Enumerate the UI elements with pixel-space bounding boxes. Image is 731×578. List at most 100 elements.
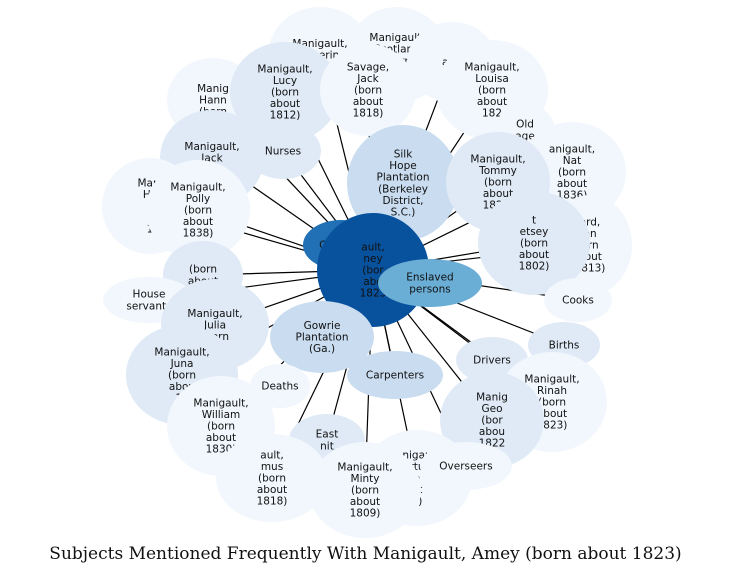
- node-label-cooks: Cooks: [562, 295, 594, 307]
- node-shape-lucy: [230, 42, 340, 142]
- node-label-line: (born: [478, 85, 506, 97]
- node-shape-polly: [146, 160, 250, 260]
- node-shape-nurses: [245, 123, 321, 179]
- node-shape-overseers: [420, 442, 512, 490]
- node-polly[interactable]: Manigault, Polly (born about 1838)Maniga…: [146, 160, 250, 260]
- node-label-line: 182: [482, 108, 502, 120]
- node-overseers[interactable]: OverseersOverseers: [420, 442, 512, 490]
- node-layer: Manigault, Catherine (born about 1812)Ma…: [102, 7, 632, 538]
- node-label-line: Manigault,: [187, 308, 242, 320]
- network-diagram: Manigault, Catherine (born about 1812)Ma…: [102, 7, 632, 538]
- node-label-births: Births: [549, 340, 580, 352]
- node-primus[interactable]: Manigault, Primus (born about 1818)ault,…: [216, 434, 328, 522]
- node-silk-hope[interactable]: Silk Hope Plantation (Berkeley District,…: [347, 125, 459, 241]
- node-lucy[interactable]: Manigault, Lucy (born about 1812)Manigau…: [230, 42, 340, 142]
- node-label-nurses: Nurses: [265, 146, 301, 158]
- node-label-line: Manigault,: [369, 32, 424, 44]
- node-label-line: Manigault,: [464, 61, 519, 73]
- node-label-overseers: Overseers: [439, 461, 492, 473]
- node-label-line: (born: [520, 238, 548, 250]
- node-label-line: 1809): [350, 508, 381, 520]
- node-shape-primus: [216, 434, 328, 522]
- node-label-line: ault,: [361, 241, 384, 253]
- node-nurses[interactable]: NursesNurses: [245, 123, 321, 179]
- node-label-line: (born: [354, 85, 382, 97]
- diagram-title: Subjects Mentioned Frequently With Manig…: [49, 544, 682, 564]
- node-label-line: (born: [351, 485, 379, 497]
- node-label-line: 1802): [519, 261, 550, 273]
- node-label-line: Hope: [389, 160, 416, 172]
- node-label-line: Nat: [563, 155, 581, 167]
- node-label-line: nit: [320, 440, 334, 452]
- node-shape-silk-hope: [347, 125, 459, 241]
- node-jack-savage[interactable]: Savage, Jack (born about 1818)Savage,Jac…: [320, 44, 416, 136]
- node-label-line: Minty: [351, 473, 380, 485]
- node-label-line: Deaths: [261, 381, 298, 393]
- node-label-line: Polly: [186, 193, 210, 205]
- node-label-line: Savage,: [347, 61, 389, 73]
- node-label-line: 1: [147, 224, 154, 236]
- node-label-line: about: [557, 178, 587, 190]
- node-label-line: Births: [549, 340, 580, 352]
- node-label-line: about: [257, 484, 287, 496]
- node-label-line: persons: [409, 283, 450, 295]
- node-shape-enslaved: [378, 259, 482, 307]
- node-minty[interactable]: Manigault, Minty (born about 1809)Maniga…: [309, 442, 421, 538]
- node-deaths[interactable]: DeathsDeaths: [250, 364, 310, 408]
- node-shape-deaths: [250, 364, 310, 408]
- node-label-line: Drivers: [473, 355, 511, 367]
- node-label-line: t: [532, 214, 536, 226]
- node-label-line: Nurses: [265, 146, 301, 158]
- node-label-line: about: [350, 496, 380, 508]
- node-label-line: etsey: [520, 226, 549, 238]
- node-cooks[interactable]: CooksCooks: [544, 278, 612, 322]
- node-label-line: Geo: [481, 403, 502, 415]
- node-label-line: about: [270, 98, 300, 110]
- node-label-drivers: Drivers: [473, 355, 511, 367]
- node-label-line: East: [316, 429, 339, 441]
- node-label-line: (Berkeley: [378, 183, 428, 195]
- node-label-line: Cooks: [562, 295, 594, 307]
- node-carpenters[interactable]: CarpentersCarpenters: [347, 351, 443, 399]
- node-label-line: William: [202, 409, 240, 421]
- node-label-line: mus: [261, 461, 283, 473]
- node-label-line: Manigault,: [257, 63, 312, 75]
- node-label-line: about: [519, 249, 549, 261]
- node-shape-carpenters: [347, 351, 443, 399]
- node-label-carpenters: Carpenters: [366, 370, 424, 382]
- node-label-line: about: [206, 432, 236, 444]
- node-label-line: 1818): [353, 108, 384, 120]
- node-label-line: Rinah: [537, 385, 567, 397]
- node-label-line: ault,: [260, 449, 283, 461]
- node-label-line: Tommy: [478, 165, 517, 177]
- node-label-line: (Ga.): [309, 343, 335, 355]
- node-label-line: (born: [258, 473, 286, 485]
- node-label-line: (born: [538, 397, 566, 409]
- node-label-line: Manigault,: [193, 397, 248, 409]
- node-label-line: Manig: [476, 391, 508, 403]
- node-label-line: Jack: [356, 73, 379, 85]
- node-shape-betsey: [478, 191, 590, 295]
- node-label-line: (born: [189, 264, 217, 276]
- node-label-line: Manigault,: [154, 346, 209, 358]
- node-label-line: Enslaved: [406, 272, 453, 284]
- node-label-line: Manig: [197, 83, 229, 95]
- node-label-line: 1812): [270, 110, 301, 122]
- node-label-line: Manigault,: [524, 373, 579, 385]
- node-label-deaths: Deaths: [261, 381, 298, 393]
- node-label-line: Overseers: [439, 461, 492, 473]
- node-label-line: Louisa: [475, 73, 509, 85]
- node-label-line: Carpenters: [366, 370, 424, 382]
